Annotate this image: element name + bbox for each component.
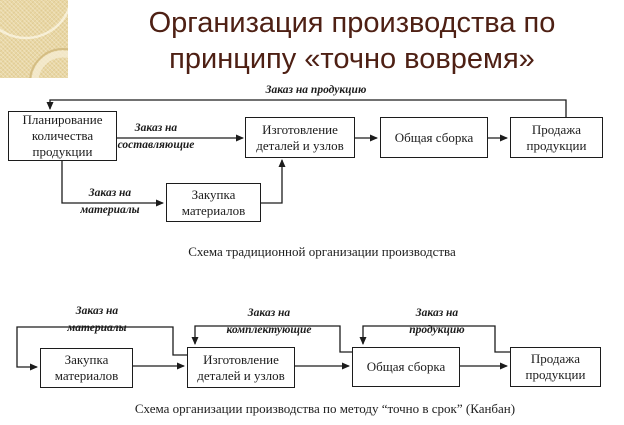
node-materials-purchasing: Закупка материалов	[166, 183, 261, 222]
caption-traditional: Схема традиционной организации производс…	[188, 244, 456, 259]
arrow-label-components-order-kanban: Заказ на комплектующие	[226, 307, 312, 336]
arrow-label-materials-order-kanban: Заказ на материалы	[67, 305, 127, 334]
node-planning: Планирование количества продукции	[8, 111, 117, 161]
node-final-assembly-kanban: Общая сборка	[352, 347, 460, 387]
node-sales-kanban: Продажа продукции	[510, 347, 601, 387]
caption-kanban: Схема организации производства по методу…	[134, 401, 516, 416]
arrow-label-components-order: Заказ на составляющие	[117, 122, 195, 151]
arrow-label-product-order-kanban: Заказ на продукцию	[409, 307, 465, 336]
node-parts-manufacturing-kanban: Изготовление деталей и узлов	[187, 347, 295, 388]
slide-title: Организация производства по принципу «то…	[148, 7, 556, 75]
node-parts-manufacturing: Изготовление деталей и узлов	[245, 117, 355, 158]
circles-ornament-icon	[0, 7, 68, 78]
corner-ornament	[0, 0, 68, 78]
node-final-assembly: Общая сборка	[380, 117, 488, 158]
node-sales: Продажа продукции	[510, 117, 603, 158]
arrow-label-materials-order: Заказ на материалы	[80, 187, 140, 216]
node-materials-purchasing-kanban: Закупка материалов	[40, 348, 133, 388]
arrow-label-product-order: Заказ на продукцию	[265, 84, 367, 96]
